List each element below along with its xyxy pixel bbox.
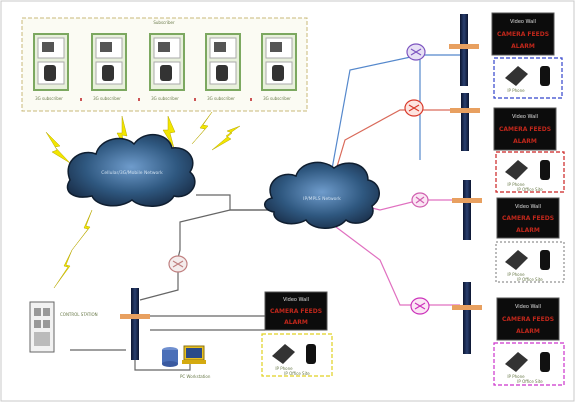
camera-icon [214, 42, 226, 52]
control-label: CONTROL STATION [60, 312, 98, 317]
wall-line: Video Wall [510, 19, 536, 25]
wall-line: CAMERA FEEDS [502, 215, 554, 222]
wall-line: Video Wall [515, 304, 541, 310]
wireless-links [45, 111, 241, 289]
site-box: IP Phone IP Office Site [493, 342, 565, 386]
subscriber-device: 3G subscriber [205, 33, 241, 101]
wall-line: ALARM [284, 319, 308, 326]
handset-icon [44, 65, 56, 81]
subscriber-devices: 3G subscriber 3G subscriber 3G subscribe… [33, 33, 297, 101]
device-caption: 3G subscriber [151, 96, 179, 101]
site-phone-label: IP Phone [275, 366, 293, 371]
site-box: IP Phone IP Office Site [495, 241, 565, 283]
site-box: IP Phone [493, 57, 563, 99]
handset-icon [272, 65, 284, 81]
subscriber-group-title: Subscriber [153, 20, 175, 25]
wall-line: Video Wall [283, 297, 309, 303]
site-phone-label: IP Phone [507, 374, 525, 379]
switch-poles [120, 14, 482, 360]
handset-icon [306, 344, 316, 364]
subscriber-device: 3G subscriber [261, 33, 297, 101]
subscriber-device: 3G subscriber [91, 33, 127, 101]
video-wall: Video Wall CAMERA FEEDS ALARM [496, 197, 560, 239]
site-caption: IP Office Site [284, 371, 310, 376]
ip-cloud: IP/MPLS Network [264, 161, 380, 229]
lightning-icon [191, 111, 213, 145]
handset-icon [540, 160, 550, 180]
video-wall: Video Wall CAMERA FEEDS ALARM [491, 12, 555, 56]
handset-icon [540, 250, 550, 270]
camera-icon [42, 42, 54, 52]
ip-phone-icon [505, 160, 528, 180]
ip-phone-icon [505, 66, 528, 86]
device-caption: 3G subscriber [207, 96, 235, 101]
handset-icon [160, 65, 172, 81]
handset-icon [540, 66, 550, 86]
device-caption: 3G subscriber [35, 96, 63, 101]
cellular-cloud: Cellular/3G/Mobile Network [66, 134, 196, 207]
site-caption: IP Office Site [517, 187, 543, 192]
camera-icon [270, 42, 282, 52]
ip-phone-icon [505, 250, 528, 270]
wall-line: ALARM [513, 138, 537, 145]
switch-pole [452, 282, 482, 354]
wall-line: ALARM [516, 328, 540, 335]
switch-pole [449, 14, 479, 86]
control-station: CONTROL STATION [29, 301, 98, 353]
site-caption: IP Office Site [517, 277, 543, 282]
site-boxes: IP Phone IP Phone IP Office Site IP Phon… [261, 57, 565, 386]
subscriber-device: 3G subscriber [33, 33, 69, 101]
video-walls: Video Wall CAMERA FEEDS ALARM Video Wall… [264, 12, 560, 341]
video-wall: Video Wall CAMERA FEEDS ALARM [496, 297, 560, 341]
camera-icon [100, 42, 112, 52]
device-caption: 3G subscriber [93, 96, 121, 101]
workstation-icon [182, 345, 206, 364]
switch-pole [450, 93, 480, 151]
router-icon [168, 255, 188, 273]
database-workstation: PC Workstation [162, 345, 211, 379]
device-caption: 3G subscriber [263, 96, 291, 101]
switch-pole [452, 180, 482, 240]
camera-icon [158, 42, 170, 52]
wall-line: CAMERA FEEDS [502, 316, 554, 323]
wall-line: Video Wall [512, 114, 538, 120]
wall-line: CAMERA FEEDS [270, 308, 322, 315]
database-icon [162, 347, 178, 367]
site-phone-label: IP Phone [507, 88, 525, 93]
site-box: IP Phone IP Office Site [495, 151, 565, 193]
ip-cloud-label: IP/MPLS Network [303, 196, 341, 202]
site-phone-label: IP Phone [507, 182, 525, 187]
cellular-cloud-label: Cellular/3G/Mobile Network [101, 170, 163, 176]
db-label: PC Workstation [180, 374, 211, 379]
ip-phone-icon [505, 352, 528, 372]
lightning-icon [53, 249, 73, 289]
routers [168, 43, 430, 315]
wall-line: ALARM [511, 43, 535, 50]
wall-line: ALARM [516, 227, 540, 234]
router-icon [406, 43, 426, 61]
site-box: IP Phone IP Office Site [261, 333, 333, 377]
video-wall: Video Wall CAMERA FEEDS ALARM [493, 107, 557, 151]
separator-marks [80, 98, 252, 101]
wall-line: Video Wall [515, 204, 541, 210]
video-wall: Video Wall CAMERA FEEDS ALARM [264, 291, 328, 331]
subscriber-device: 3G subscriber [149, 33, 185, 101]
site-caption: IP Office Site [517, 379, 543, 384]
router-icon [410, 297, 430, 315]
wall-line: CAMERA FEEDS [499, 126, 551, 133]
handset-icon [540, 352, 550, 372]
ip-phone-icon [272, 344, 295, 364]
site-phone-label: IP Phone [507, 272, 525, 277]
router-icon [411, 192, 429, 208]
switch-pole [120, 288, 150, 360]
router-icon [404, 99, 424, 117]
wall-line: CAMERA FEEDS [497, 31, 549, 38]
handset-icon [216, 65, 228, 81]
handset-icon [102, 65, 114, 81]
lightning-icon [211, 125, 241, 151]
